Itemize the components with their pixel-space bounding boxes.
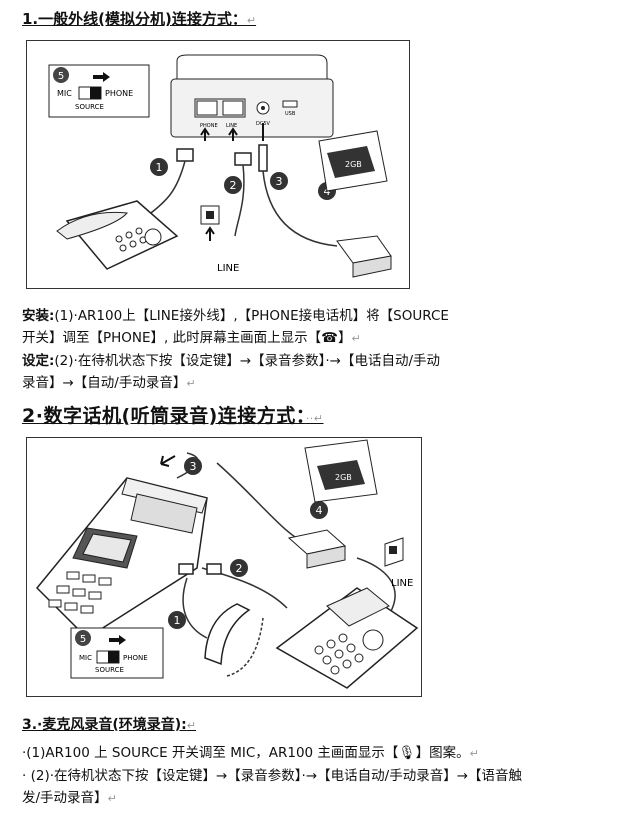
source-switch-diagram: 5 MIC PHONE SOURCE: [71, 628, 163, 678]
wall-line-socket: LINE: [201, 206, 239, 274]
port-line-label: LINE: [226, 123, 237, 129]
section3-instructions: ·(1)AR100 上 SOURCE 开关调至 MIC，AR100 主画面显示【…: [22, 742, 522, 810]
port-usb-label: USB: [285, 111, 296, 117]
paragraph-mark: ↵: [470, 747, 479, 760]
install-text-2: 开关】调至【PHONE】, 此时屏幕主画面上显示【☎】: [22, 330, 351, 346]
arrow-icon: [161, 456, 175, 466]
mic-step-2-text-2: 发/手动录音】: [22, 790, 108, 806]
mic-step-2-line-2: 发/手动录音】↵: [22, 787, 522, 810]
install-line-1: 安装:(1)·AR100上【LINE接外线】,【PHONE接电话机】将【SOUR…: [22, 305, 449, 327]
settings-text-2: 录音】→【自动/手动录音】: [22, 375, 186, 391]
settings-label: 设定:: [22, 353, 54, 369]
power-adapter: [289, 530, 345, 568]
telephone: [57, 201, 177, 269]
paragraph-mark: ↵: [187, 719, 196, 732]
mic-step-1-text: ·(1)AR100 上 SOURCE 开关调至 MIC，AR100 主画面显示【…: [22, 745, 470, 761]
callout-1: 1: [156, 161, 163, 174]
section3-heading-text: 3.·麦克风录音(环境录音):: [22, 717, 187, 733]
source-switch-diagram: 5 MIC PHONE SOURCE: [49, 65, 149, 117]
section2-heading: 2·数字话机(听筒录音)连接方式：··↵: [22, 401, 324, 428]
section1-heading-text: 1.一般外线(模拟分机)连接方式：: [22, 10, 247, 28]
switch-mic-label: MIC: [57, 89, 72, 98]
switch-source-label: SOURCE: [95, 666, 124, 674]
sd-card-label: 2GB: [335, 473, 352, 482]
recorder-back-view: PHONE LINE DC5V USB: [171, 55, 333, 141]
wall-line-socket: LINE: [385, 538, 413, 589]
callout-5: 5: [58, 71, 64, 82]
line-label: LINE: [217, 263, 239, 274]
mic-step-2-text-1: · (2)·在待机状态下按【设定键】→【录音参数】·→【电话自动/手动录音】→【…: [22, 768, 522, 784]
handset: [205, 604, 263, 676]
cables: [147, 145, 337, 246]
sd-card: 2GB: [319, 131, 387, 191]
section2-heading-text: 2·数字话机(听筒录音)连接方式：: [22, 405, 306, 427]
paragraph-mark: ↵: [351, 332, 360, 345]
port-phone-label: PHONE: [200, 123, 218, 129]
callout-3: 3: [276, 175, 283, 188]
callout-1: 1: [174, 614, 181, 627]
mic-step-1: ·(1)AR100 上 SOURCE 开关调至 MIC，AR100 主画面显示【…: [22, 742, 522, 765]
figure-2-illustration: 1 2 3 4 2GB 5 MIC PHONE SOURCE: [27, 438, 421, 696]
paragraph-mark: ··↵: [306, 412, 324, 425]
callout-4: 4: [316, 504, 323, 517]
section1-heading: 1.一般外线(模拟分机)连接方式：↵: [22, 8, 256, 29]
mic-step-2-line-1: · (2)·在待机状态下按【设定键】→【录音参数】·→【电话自动/手动录音】→【…: [22, 765, 522, 787]
settings-line-1: 设定:(2)·在待机状态下按【设定键】→【录音参数】·→【电话自动/手动: [22, 350, 449, 372]
paragraph-mark: ↵: [108, 792, 117, 805]
paragraph-mark: ↵: [186, 377, 195, 390]
callout-2: 2: [230, 179, 237, 192]
sd-card-label: 2GB: [345, 160, 362, 169]
switch-source-label: SOURCE: [75, 103, 104, 111]
switch-phone-label: PHONE: [123, 654, 148, 662]
sd-card: 2GB: [305, 440, 377, 502]
settings-line-2: 录音】→【自动/手动录音】↵: [22, 372, 449, 395]
power-adapter: [337, 236, 391, 277]
install-label: 安装:: [22, 308, 54, 324]
callout-2: 2: [236, 562, 243, 575]
section3-heading: 3.·麦克风录音(环境录音):↵: [22, 714, 196, 734]
install-line-2: 开关】调至【PHONE】, 此时屏幕主画面上显示【☎】↵: [22, 327, 449, 350]
paragraph-mark: ↵: [247, 14, 256, 27]
settings-text-1: (2)·在待机状态下按【设定键】→【录音参数】·→【电话自动/手动: [54, 353, 440, 369]
section1-instructions: 安装:(1)·AR100上【LINE接外线】,【PHONE接电话机】将【SOUR…: [22, 305, 449, 395]
figure-1-illustration: 5 MIC PHONE SOURCE PHONE LINE DC5V USB: [27, 41, 409, 288]
callout-5: 5: [80, 634, 86, 645]
callout-3: 3: [190, 460, 197, 473]
digital-telephone: [277, 588, 417, 688]
install-text-1: (1)·AR100上【LINE接外线】,【PHONE接电话机】将【SOURCE: [54, 308, 449, 324]
figure-2-digital-connection: 1 2 3 4 2GB 5 MIC PHONE SOURCE: [26, 437, 422, 697]
switch-phone-label: PHONE: [105, 89, 133, 98]
switch-mic-label: MIC: [79, 654, 92, 662]
figure-1-analog-connection: 5 MIC PHONE SOURCE PHONE LINE DC5V USB: [26, 40, 410, 289]
line-label: LINE: [391, 578, 413, 589]
